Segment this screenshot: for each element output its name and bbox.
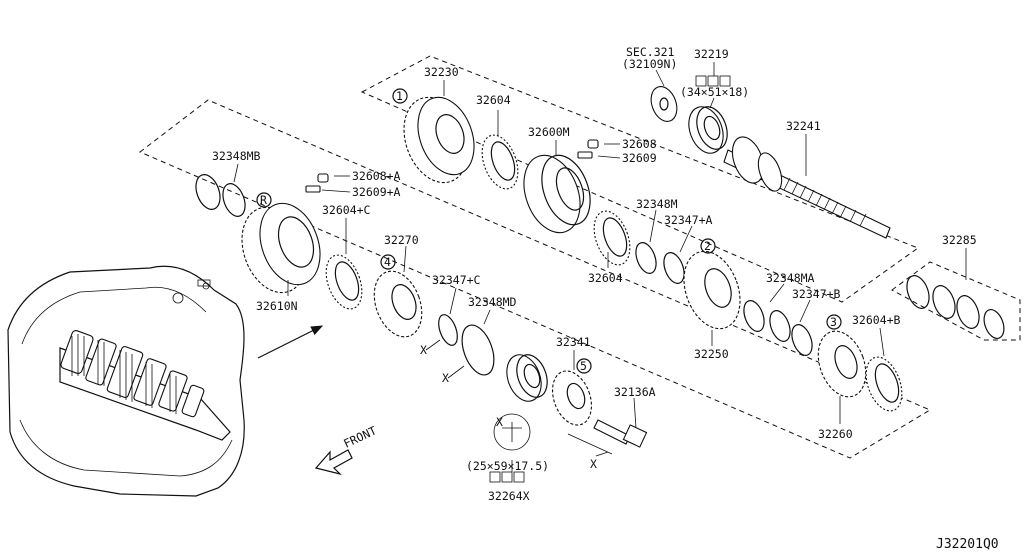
part-32264X-box-legend: [489, 471, 525, 483]
label-32348MB: 32348MB: [212, 149, 261, 163]
part-32341-gear[interactable]: [546, 366, 599, 431]
diagram-code: J32201Q0: [936, 537, 999, 552]
part-32219-bearing[interactable]: [683, 102, 733, 158]
part-32604-synchro-ring-mid[interactable]: [587, 206, 636, 270]
part-32348MD-snap-ring[interactable]: [456, 321, 500, 379]
part-32241-main-shaft[interactable]: [723, 133, 891, 239]
label-32219-dim: (34×51×18): [680, 85, 749, 99]
label-32264X: 32264X: [488, 489, 530, 503]
label-32347C: 32347+C: [432, 273, 481, 287]
label-32136A: 32136A: [614, 385, 656, 399]
marker-x-3: X: [496, 415, 503, 429]
marker-3: 3: [830, 315, 837, 329]
transmission-housing-illustration: [7, 265, 245, 497]
explode-arrow: [257, 325, 324, 359]
part-32604C-synchro-ring[interactable]: [319, 250, 368, 314]
label-32241: 32241: [786, 119, 821, 133]
part-32608-32609-inserts[interactable]: [577, 139, 599, 159]
label-32604C: 32604+C: [322, 203, 371, 217]
part-32348MB-snap-rings[interactable]: [192, 171, 250, 219]
part-32600M-coupling-sleeve[interactable]: [514, 148, 599, 241]
label-32219: 32219: [694, 47, 729, 61]
label-sec321-sub: (32109N): [622, 57, 677, 71]
label-32600M: 32600M: [528, 125, 570, 139]
marker-x-1: X: [420, 343, 427, 357]
label-32604-top: 32604: [476, 93, 511, 107]
label-32610N: 32610N: [256, 299, 298, 313]
part-32348MA-32347B-rings[interactable]: [740, 298, 816, 358]
leader-lines: [233, 62, 967, 472]
label-32341: 32341: [556, 335, 591, 349]
part-32270-gear[interactable]: [366, 265, 431, 344]
marker-2: 2: [704, 239, 711, 253]
part-32604-synchro-ring-top[interactable]: [475, 130, 524, 194]
label-32348M: 32348M: [636, 197, 678, 211]
part-32250-gear[interactable]: [674, 244, 750, 337]
group-outline-snap-rings: [891, 261, 1021, 341]
marker-5: 5: [580, 359, 587, 373]
marker-4: 4: [384, 255, 391, 269]
part-32348M-32347A-rings[interactable]: [632, 240, 688, 286]
part-32347C-thrust-washer[interactable]: [435, 312, 461, 348]
label-32608A: 32608+A: [352, 169, 401, 183]
marker-1: 1: [396, 89, 403, 103]
part-32230-gear[interactable]: [393, 88, 484, 191]
label-sec321: SEC.321: [626, 45, 675, 59]
part-32604B-synchro-ring[interactable]: [859, 352, 908, 416]
label-32270: 32270: [384, 233, 419, 247]
label-32608: 32608: [622, 137, 657, 151]
label-32347B: 32347+B: [792, 287, 841, 301]
part-32136A-bolt[interactable]: [593, 419, 648, 448]
label-32604-mid: 32604: [588, 271, 623, 285]
label-32260: 32260: [818, 427, 853, 441]
marker-x-2: X: [442, 371, 449, 385]
label-32285: 32285: [942, 233, 977, 247]
part-sec321-seal[interactable]: [647, 83, 682, 125]
part-32608A-32609A-inserts[interactable]: [305, 173, 329, 193]
group-outline-lower: [139, 99, 932, 459]
label-32604B: 32604+B: [852, 313, 901, 327]
label-32348MA: 32348MA: [766, 271, 815, 285]
part-32610N-gear[interactable]: [231, 195, 331, 302]
marker-R: R: [260, 193, 267, 207]
label-32609: 32609: [622, 151, 657, 165]
label-32348MD: 32348MD: [468, 295, 517, 309]
label-32264X-dim: (25×59×17.5): [466, 459, 549, 473]
marker-circles: [256, 88, 842, 374]
label-32230: 32230: [424, 65, 459, 79]
label-32347A: 32347+A: [664, 213, 713, 227]
label-32609A: 32609+A: [352, 185, 401, 199]
front-direction-indicator: FRONT: [314, 423, 379, 476]
label-32250: 32250: [694, 347, 729, 361]
part-32264X-bearing[interactable]: [493, 350, 553, 451]
part-32219-box-legend: [695, 75, 731, 87]
part-32285-snap-rings[interactable]: [903, 273, 1008, 342]
marker-x-4: X: [590, 457, 597, 471]
front-label: FRONT: [341, 423, 378, 450]
part-32260-gear[interactable]: [810, 325, 875, 404]
